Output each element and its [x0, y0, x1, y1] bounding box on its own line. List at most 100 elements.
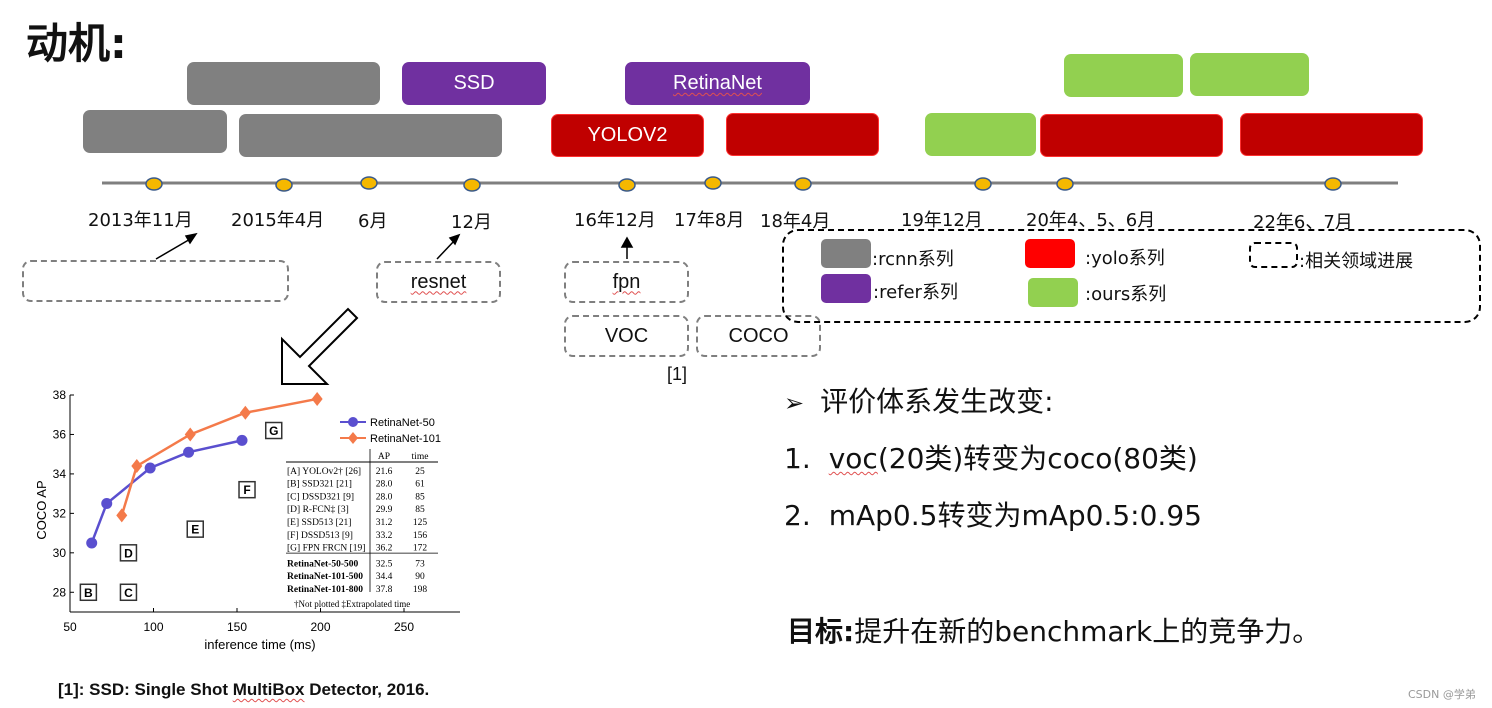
date-label-3: 6月 [358, 211, 388, 232]
yolov2-label: YOLOV2 [587, 124, 668, 146]
rcnn-box-3 [239, 114, 502, 157]
chart-table-cell-6-1: 36.2 [376, 544, 393, 554]
chart-marker-label-F: F [243, 483, 250, 497]
chart-table-cell-2-2: 85 [415, 492, 425, 502]
chart-table-cell-3-0: [D] R-FCN‡ [3] [287, 505, 349, 515]
point-1: ➢评价体系发生改变: [784, 380, 1054, 420]
chart-table-cell-6-2: 172 [413, 544, 428, 554]
retinanet-label: RetinaNet [673, 72, 762, 94]
chart-table-cell-2-0: [C] DSSD321 [9] [287, 492, 354, 502]
chart-x-tick-label-0: 50 [63, 620, 77, 634]
point-1-text: 评价体系发生改变: [820, 385, 1054, 418]
yolo-box-3 [1040, 114, 1223, 157]
rcnn-box-1 [187, 62, 380, 105]
legend-box [782, 229, 1481, 323]
chart-x-tick-label-4: 250 [394, 620, 414, 634]
chart-marker-box-F [238, 480, 256, 499]
chart-table-cell-7-0: RetinaNet-50-500 [287, 559, 358, 569]
chart-table-cell-7-1: 32.5 [376, 559, 393, 569]
ours-box-3 [925, 113, 1036, 156]
chart-table-cell-6-0: [G] FPN FRCN [19] [287, 544, 365, 554]
fpn-box: fpn [564, 261, 689, 303]
chart-legend-marker-0 [348, 417, 358, 427]
chart-x-tick-label-3: 200 [310, 620, 330, 634]
chart-table-header-time: time [412, 452, 429, 462]
page-title: 动机: [26, 19, 127, 68]
chart-series-line-0 [90, 439, 243, 544]
timeline-dot-4 [463, 178, 481, 192]
date-label-4: 12月 [451, 212, 492, 233]
legend-ours-label: :ours系列 [1085, 284, 1167, 305]
timeline-dot-3 [360, 176, 378, 190]
pointer-arrows [155, 232, 634, 260]
yolo-box-2 [726, 113, 879, 156]
chart-table-cell-5-2: 156 [413, 531, 428, 541]
chart-point-1-2 [184, 427, 196, 442]
chart-table-cell-9-1: 37.8 [376, 585, 393, 595]
chart-marker-label-G: G [269, 424, 278, 438]
chart-table-header-ap: AP [378, 452, 390, 462]
timeline-dot-10 [1324, 177, 1342, 191]
reference-suffix: Detector, 2016. [304, 680, 430, 699]
legend-refer-swatch [821, 274, 871, 303]
chart-table-cell-3-2: 85 [415, 505, 425, 515]
chart-table-cell-3-1: 29.9 [376, 505, 393, 515]
goal-label: 目标: [787, 615, 855, 648]
chart-point-0-4 [236, 434, 248, 446]
ours-box-1 [1064, 54, 1183, 97]
date-label-7: 18年4月 [760, 211, 831, 232]
chart-table-cell-2-1: 28.0 [376, 492, 393, 502]
legend-refer-label: :refer系列 [873, 282, 958, 303]
chart-marker-label-C: C [124, 586, 133, 600]
timeline-dot-2 [275, 178, 293, 192]
legend-related-label: :相关领域进展 [1299, 251, 1414, 272]
voc-box: VOC [564, 315, 689, 357]
timeline-dot-9 [1056, 177, 1074, 191]
chart-y-axis-label: COCO AP [34, 480, 49, 539]
chart-point-1-4 [311, 391, 323, 406]
date-label-6: 17年8月 [674, 210, 745, 231]
point-2: 1.voc(20类)转变为coco(80类) [784, 437, 1198, 477]
chart-y-tick-label-5: 38 [53, 388, 67, 402]
chart-point-0-2 [144, 462, 156, 474]
chart-marker-box-B [79, 583, 98, 602]
timeline-dot-8 [974, 177, 992, 191]
chart-table-cell-4-2: 125 [413, 518, 428, 528]
chart-legend-label-1: RetinaNet-101 [370, 433, 441, 445]
point-2-number: 1. [784, 442, 811, 475]
chart-point-0-3 [183, 446, 195, 458]
timeline-dot-5 [618, 178, 636, 192]
date-label-9: 20年4、5、6月 [1026, 210, 1156, 231]
chart-table-cell-1-0: [B] SSD321 [21] [287, 480, 352, 490]
chart-marker-box-D [119, 544, 138, 562]
chart-legend-marker-1 [348, 432, 358, 444]
chart-table-cell-7-2: 73 [415, 559, 425, 569]
chart-point-1-3 [239, 405, 251, 420]
chart-table-cell-1-2: 61 [415, 480, 425, 490]
ssd-box: SSD [402, 62, 546, 105]
chart-table-footnote: †Not plotted ‡Extrapolated time [294, 599, 410, 609]
date-label-10: 22年6、7月 [1253, 212, 1353, 233]
resnet-box: resnet [376, 261, 501, 303]
ours-box-2 [1190, 53, 1309, 96]
chart-marker-label-B: B [84, 586, 93, 600]
coco-label: COCO [728, 324, 789, 347]
legend-rcnn-label: :rcnn系列 [872, 249, 954, 270]
point-2-text: (20类)转变为coco(80类) [877, 442, 1198, 475]
goal-line: 目标:提升在新的benchmark上的竞争力。 [787, 610, 1320, 650]
chart-marker-box-G [264, 421, 283, 440]
yolov2-box: YOLOV2 [551, 114, 704, 157]
timeline-dots [145, 176, 1342, 192]
chart-table-cell-5-0: [F] DSSD513 [9] [287, 531, 353, 541]
chart-x-tick-label-2: 150 [227, 620, 247, 634]
chart-table-cell-8-2: 90 [415, 572, 425, 582]
rcnn-box-2 [83, 110, 227, 153]
reference-prefix: [1]: SSD: Single Shot [58, 680, 233, 699]
chart-x-axis-label: inference time (ms) [204, 637, 315, 652]
chart-y-tick-label-3: 34 [53, 467, 67, 481]
chart-table-cell-0-2: 25 [415, 467, 425, 477]
chart-marker-label-E: E [191, 523, 199, 537]
chart-point-0-1 [101, 498, 113, 509]
